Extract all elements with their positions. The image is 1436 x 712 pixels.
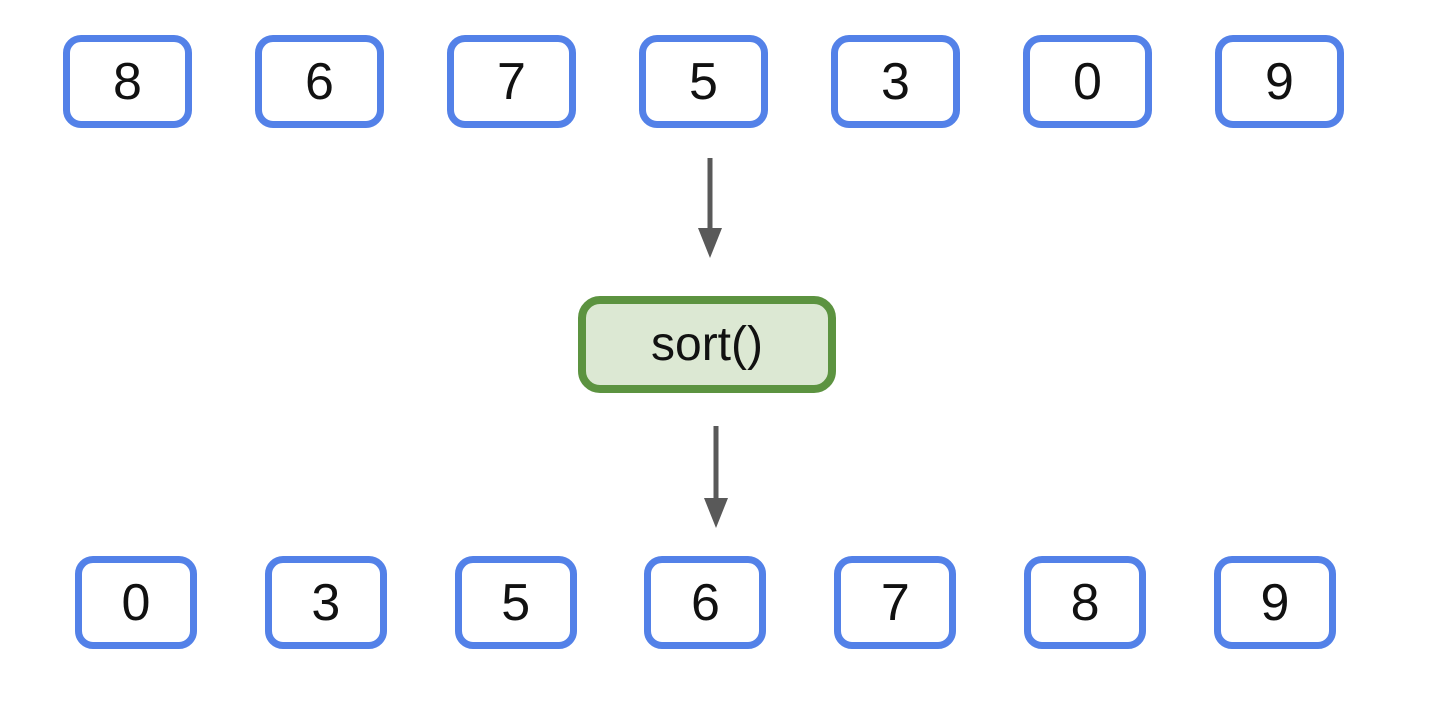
input-array-item: 9 <box>1215 35 1344 128</box>
array-item-value: 0 <box>1073 52 1102 111</box>
output-array-item: 7 <box>834 556 957 649</box>
array-item-value: 3 <box>311 573 341 632</box>
array-item-value: 5 <box>689 52 718 111</box>
output-array-item: 9 <box>1213 556 1336 649</box>
array-item-value: 5 <box>501 573 531 632</box>
array-item-value: 8 <box>1070 573 1100 632</box>
down-arrow-icon <box>698 158 722 258</box>
input-array-item: 6 <box>255 35 384 128</box>
input-array-row: 8 6 7 5 3 0 9 <box>63 35 1344 128</box>
array-item-value: 0 <box>121 573 151 632</box>
output-array-item: 3 <box>264 556 387 649</box>
array-item-value: 8 <box>113 52 142 111</box>
output-array-item: 0 <box>75 556 197 649</box>
sort-operation-label: sort() <box>651 317 763 371</box>
input-array-item: 7 <box>447 35 576 128</box>
array-item-value: 6 <box>691 573 720 632</box>
array-item-value: 9 <box>1265 52 1294 111</box>
array-item-value: 7 <box>497 52 526 111</box>
output-array-row: 0 3 5 6 7 8 9 <box>75 556 1336 649</box>
input-array-item: 8 <box>63 35 192 128</box>
input-array-item: 5 <box>639 35 768 128</box>
output-array-item: 6 <box>644 556 767 649</box>
array-item-value: 6 <box>305 52 334 111</box>
input-array-item: 0 <box>1023 35 1152 128</box>
output-array-item: 8 <box>1024 556 1147 649</box>
array-item-value: 9 <box>1260 573 1290 632</box>
array-item-value: 3 <box>881 52 910 111</box>
sort-operation-box: sort() <box>578 296 836 393</box>
array-item-value: 7 <box>880 573 910 632</box>
down-arrow-icon <box>704 426 728 528</box>
input-array-item: 3 <box>831 35 960 128</box>
output-array-item: 5 <box>454 556 577 649</box>
